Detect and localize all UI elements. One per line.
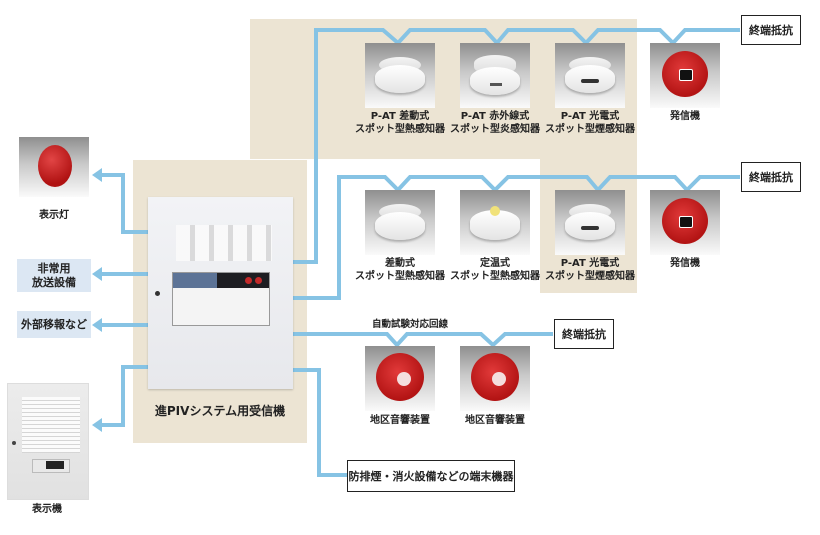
wire-indicator-lamp xyxy=(100,173,148,234)
annunciator-photo xyxy=(7,383,89,500)
receiver-label: 進PIVシステム用受信機 xyxy=(154,404,286,418)
wire-terminal-equipment xyxy=(292,368,347,477)
end-of-line-resistor-1: 終端抵抗 xyxy=(741,15,801,45)
emergency-broadcast-box: 非常用 放送設備 xyxy=(17,259,91,292)
emergency-broadcast-line2: 放送設備 xyxy=(32,275,76,289)
device-label: 差動式スポット型熱感知器 xyxy=(355,258,445,282)
device-pat-photoelectric-smoke-detector xyxy=(555,43,625,108)
device-label: P-AT 光電式スポット型煙感知器 xyxy=(545,258,635,282)
zone-indicator-grid xyxy=(176,225,272,261)
wire-circuit-3 xyxy=(292,332,553,348)
device-label: 発信機 xyxy=(670,258,700,269)
device-manual-call-point xyxy=(650,43,720,108)
device-area-sounder xyxy=(365,346,435,411)
device-manual-call-point xyxy=(650,190,720,255)
indicator-lamp-photo xyxy=(19,137,89,197)
emergency-broadcast-line1: 非常用 xyxy=(37,261,71,275)
device-label: P-AT 差動式スポット型熱感知器 xyxy=(355,111,445,135)
indicator-lamp-label: 表示灯 xyxy=(39,210,69,221)
device-pat-photoelectric-smoke-detector xyxy=(555,190,625,255)
device-fixed-temperature-heat-detector xyxy=(460,190,530,255)
terminal-equipment-box: 防排煙・消火設備などの端末機器 xyxy=(347,460,515,492)
arrow-indicator-lamp xyxy=(92,168,102,182)
end-of-line-resistor-3: 終端抵抗 xyxy=(554,319,614,349)
arrow-annunciator xyxy=(92,418,102,432)
device-pat-differential-heat-detector xyxy=(365,43,435,108)
device-area-sounder xyxy=(460,346,530,411)
device-label: 発信機 xyxy=(670,111,700,122)
wire-annunciator xyxy=(100,365,148,427)
arrow-broadcast xyxy=(92,267,102,281)
external-transfer-box: 外部移報など xyxy=(17,311,91,338)
device-label: 定温式スポット型熱感知器 xyxy=(450,258,540,282)
device-label: 地区音響装置 xyxy=(370,415,430,426)
device-pat-infrared-flame-detector xyxy=(460,43,530,108)
end-of-line-resistor-2: 終端抵抗 xyxy=(741,162,801,192)
operation-panel xyxy=(172,272,270,326)
key-lock xyxy=(155,291,160,296)
device-label: P-AT 赤外線式スポット型炎感知器 xyxy=(450,111,540,135)
device-differential-heat-detector xyxy=(365,190,435,255)
arrow-external xyxy=(92,318,102,332)
device-label: 地区音響装置 xyxy=(465,415,525,426)
annunciator-label: 表示機 xyxy=(32,504,62,515)
device-label: P-AT 光電式スポット型煙感知器 xyxy=(545,111,635,135)
wire-circuit-1 xyxy=(292,28,740,264)
auto-test-circuit-label: 自動試験対応回線 xyxy=(371,319,448,330)
receiver-cabinet xyxy=(148,197,293,389)
wire-circuit-2 xyxy=(292,175,740,300)
